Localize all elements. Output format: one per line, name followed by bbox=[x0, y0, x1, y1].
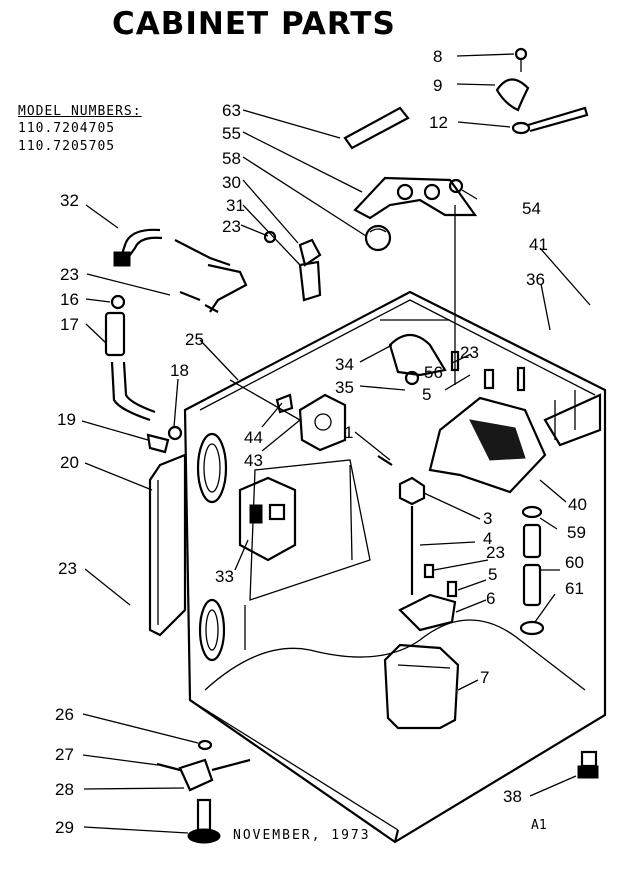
callout-label: 41 bbox=[529, 235, 548, 254]
callout-label: 32 bbox=[60, 191, 79, 210]
callout-label: 17 bbox=[60, 315, 79, 334]
callout-label: 23 bbox=[222, 217, 241, 236]
tube-17 bbox=[104, 294, 156, 422]
model-numbers-heading: MODEL NUMBERS: bbox=[18, 104, 142, 119]
callout-label: 61 bbox=[565, 579, 584, 598]
callout-label: 63 bbox=[222, 101, 241, 120]
callout-label: 33 bbox=[215, 567, 234, 586]
callout-label: 55 bbox=[222, 124, 241, 143]
pump-7 bbox=[383, 643, 460, 730]
callout-label: 23 bbox=[460, 343, 479, 362]
callout-label: 31 bbox=[226, 196, 245, 215]
callout-label: 36 bbox=[526, 270, 545, 289]
bracket-6 bbox=[398, 593, 457, 632]
parts-18-19 bbox=[146, 425, 183, 454]
model-number: 110.7205705 bbox=[18, 139, 116, 154]
callout-label: 5 bbox=[422, 385, 431, 404]
spring-34-35 bbox=[380, 319, 450, 386]
nut-54 bbox=[448, 178, 464, 194]
callout-label: 20 bbox=[60, 453, 79, 472]
callout-label: 43 bbox=[244, 451, 263, 470]
callout-label: 54 bbox=[522, 199, 541, 218]
clip-30-31 bbox=[263, 230, 322, 302]
callout-label: 44 bbox=[244, 428, 263, 447]
rod-25 bbox=[229, 379, 301, 421]
callout-label: 3 bbox=[483, 509, 492, 528]
screw-23-left bbox=[179, 290, 219, 313]
hose-32 bbox=[113, 228, 248, 313]
callout-label: 28 bbox=[55, 780, 74, 799]
callout-label: 19 bbox=[57, 410, 76, 429]
switch-33 bbox=[238, 476, 297, 562]
top-bracket bbox=[353, 176, 478, 385]
model-number: 110.7204705 bbox=[18, 121, 116, 136]
page-title: CABINET PARTS bbox=[112, 6, 396, 42]
callout-label: 18 bbox=[170, 361, 189, 380]
callout-label: 25 bbox=[185, 330, 204, 349]
callout-label: 5 bbox=[488, 565, 497, 584]
callout-label: 8 bbox=[433, 47, 442, 66]
callout-label: 30 bbox=[222, 173, 241, 192]
callout-label: 34 bbox=[335, 355, 354, 374]
callout-label: 56 bbox=[424, 363, 443, 382]
callout-label: 23 bbox=[486, 543, 505, 562]
callout-label: 6 bbox=[486, 589, 495, 608]
callout-label: 40 bbox=[568, 495, 587, 514]
parts-8-9-12 bbox=[495, 47, 589, 135]
callout-label: 26 bbox=[55, 705, 74, 724]
callout-label: 16 bbox=[60, 290, 79, 309]
callout-label: 9 bbox=[433, 76, 442, 95]
foot-38 bbox=[577, 750, 599, 779]
callout-labels: 8 9 12 63 55 58 54 30 31 23 32 41 36 23 … bbox=[55, 47, 587, 837]
footer-date: NOVEMBER, 1973 bbox=[233, 828, 371, 843]
pins-5-23-56 bbox=[450, 350, 526, 392]
callout-label: 60 bbox=[565, 553, 584, 572]
leveling-leg bbox=[156, 739, 251, 844]
page-id: A1 bbox=[531, 818, 547, 833]
callout-label: 4 bbox=[483, 529, 492, 548]
callout-label: 23 bbox=[60, 265, 79, 284]
dispenser-40 bbox=[428, 396, 547, 494]
callout-label: 35 bbox=[335, 378, 354, 397]
ball-58 bbox=[364, 224, 392, 252]
callout-label: 23 bbox=[58, 559, 77, 578]
callout-label: 1 bbox=[344, 423, 353, 442]
parts-43-44 bbox=[275, 393, 347, 452]
callout-label: 59 bbox=[567, 523, 586, 542]
tube-59-60-61 bbox=[519, 505, 545, 636]
callout-label: 7 bbox=[480, 668, 489, 687]
callout-label: 29 bbox=[55, 818, 74, 837]
callout-label: 12 bbox=[429, 113, 448, 132]
cabinet-body bbox=[183, 290, 607, 844]
callout-label: 27 bbox=[55, 745, 74, 764]
leader-lines bbox=[81, 53, 591, 834]
callout-label: 58 bbox=[222, 149, 241, 168]
center-shaft bbox=[377, 455, 458, 598]
callout-label: 38 bbox=[503, 787, 522, 806]
strip-63 bbox=[343, 106, 410, 150]
bracket-20 bbox=[148, 453, 187, 637]
